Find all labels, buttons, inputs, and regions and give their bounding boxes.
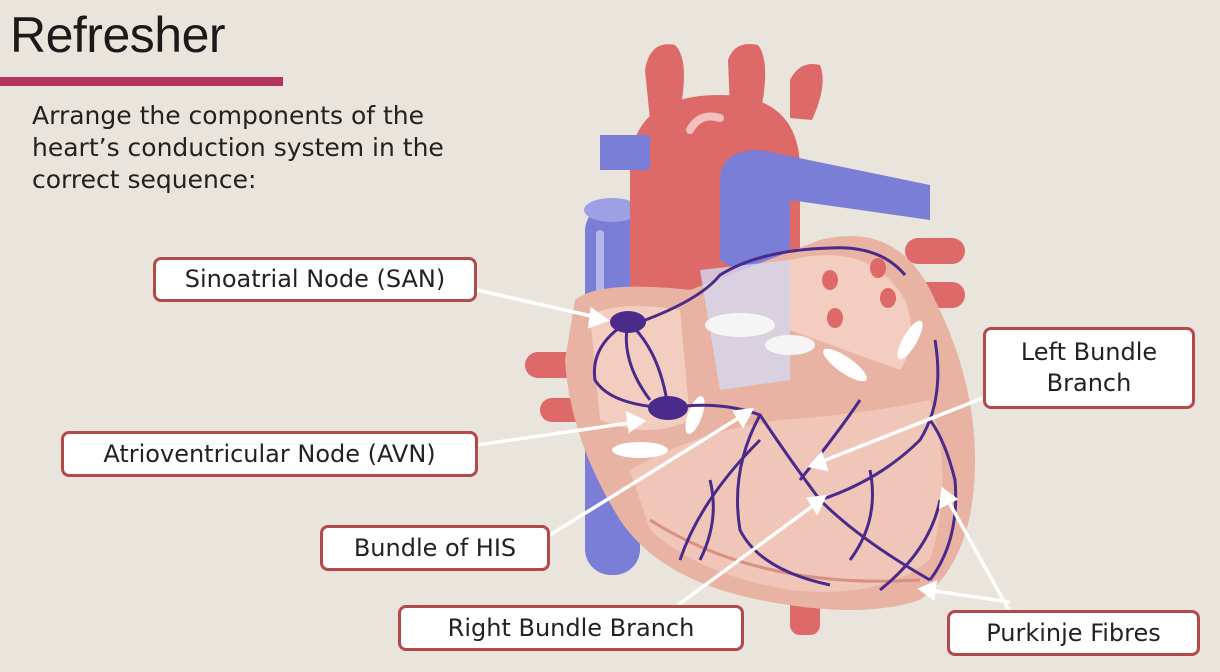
label-text: Sinoatrial Node (SAN) — [184, 265, 446, 293]
label-text: Atrioventricular Node (AVN) — [103, 439, 436, 468]
label-text: Purkinje Fibres — [986, 618, 1161, 647]
question-prompt: Arrange the components of the heart’s co… — [32, 101, 444, 194]
label-right-bundle-branch[interactable]: Right Bundle Branch — [398, 605, 744, 651]
title-underline — [0, 77, 283, 86]
label-text: Bundle of HIS — [353, 533, 517, 562]
arrow-lbb — [817, 396, 984, 465]
label-atrioventricular-node[interactable]: Atrioventricular Node (AVN) — [61, 431, 478, 477]
conduction-pathways — [592, 246, 958, 592]
arrow-san — [476, 288, 601, 320]
label-sinoatrial-node[interactable]: Sinoatrial Node (SAN) — [153, 257, 477, 302]
label-left-bundle-branch[interactable]: Left Bundle Branch — [983, 327, 1195, 409]
arrow-his — [549, 412, 746, 537]
arrow-avn — [476, 420, 637, 447]
conduction-nodes — [610, 311, 688, 420]
label-text: Right Bundle Branch — [447, 613, 695, 642]
label-bundle-of-his[interactable]: Bundle of HIS — [320, 525, 550, 571]
arrow-pf-1 — [944, 496, 1012, 613]
pointer-arrows — [476, 288, 1012, 613]
label-text: Left Bundle Branch — [1020, 338, 1158, 397]
slide-title: Refresher — [10, 7, 226, 63]
valves — [612, 258, 923, 458]
arrow-pf-2 — [927, 588, 1011, 604]
label-purkinje-fibres[interactable]: Purkinje Fibres — [947, 610, 1200, 656]
atrioventricular-node — [648, 396, 688, 420]
sinoatrial-node — [610, 311, 646, 333]
arrow-rbb — [676, 500, 820, 607]
heart-wall — [565, 236, 975, 610]
